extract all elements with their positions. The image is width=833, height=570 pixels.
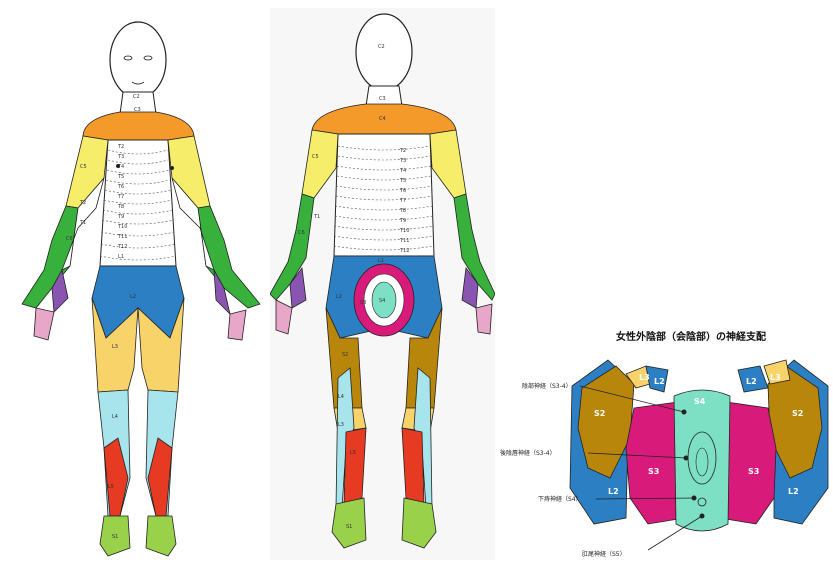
perineum-title: 女性外陰部（会陰部）の神経支配 [616,330,766,343]
perineum-label-s2-left: S2 [594,409,605,418]
thoracic-label: T4 [399,168,406,174]
back-label-c3: C3 [379,96,386,102]
back-label-l5: L5 [350,450,356,456]
thoracic-label: T3 [399,158,406,164]
front-label-c3: C3 [134,107,141,113]
thoracic-label: T3 [117,154,124,160]
back-label-s2: S2 [342,352,348,358]
thoracic-label: T11 [117,234,127,240]
back-left-leg-l5 [344,428,366,504]
back-right-arm-c5 [430,130,466,198]
thoracic-label: T6 [399,188,406,194]
back-torso [334,134,434,256]
front-label-l3: L3 [112,344,118,350]
perineum-label-l3-left: L3 [639,373,650,382]
perineum-label-s3-left: S3 [648,467,659,476]
perineum-label-s4: S4 [694,397,706,406]
thoracic-label: T7 [117,194,124,200]
back-label-l3: L3 [338,422,344,428]
perineum-nerve-label-1: 陰部神経（S3-4） [522,382,572,390]
front-label-t1: T1 [79,220,86,226]
perineum-nerve-label-2: 後陰唇神経（S3-4） [500,449,556,457]
back-right-hand-c8 [476,304,492,334]
perineum-label-l2-lower-left: L2 [608,487,619,496]
perineum-label-s2-right: S2 [792,409,803,418]
back-label-c5: C5 [312,154,319,160]
back-label-l1: L1 [378,258,384,264]
front-label-l5: L5 [108,484,114,490]
thoracic-label: T5 [399,178,406,184]
perineum-label-l3-right: L3 [770,373,781,382]
thoracic-label: T4 [117,164,124,170]
back-label-t1: T1 [313,214,320,220]
back-label-c2: C2 [378,44,385,50]
back-label-l4: L4 [338,394,344,400]
back-label-s1: S1 [346,524,352,530]
thoracic-label: T9 [117,214,124,220]
thoracic-label: T2 [399,148,406,154]
back-label-s3: S3 [360,300,366,306]
front-label-t2-arm: T2 [79,200,86,206]
front-body-figure: C2 C3 C5 C6 T1 T2 T2T3T4T5T6T7T8T9T10T11… [8,8,270,560]
thoracic-label: T12 [117,244,127,250]
front-label-l2: L2 [130,294,136,300]
back-left-hand-c8 [276,300,292,334]
thoracic-label: T8 [117,204,124,210]
front-right-foot-s1 [146,516,176,556]
back-body-figure: C2 C3 C4 C5 C6 T1 T2T3T4T5T6T7T8T9T10T11… [270,8,495,560]
front-l2-region [92,266,184,338]
thoracic-label: T5 [117,174,124,180]
front-label-c5: C5 [80,164,87,170]
front-c4-region [83,112,194,140]
perineum-nerve-label-4: 肛尾神経（S5） [582,550,626,558]
perineum-figure: 女性外陰部（会陰部）の神経支配 L3 L2 S2 S3 L2 S4 L3 L2 … [498,288,833,566]
perineum-nerve-label-3: 下痔神経（S4） [538,495,582,503]
thoracic-label: T11 [399,238,409,244]
thoracic-label: T7 [399,198,406,204]
perineum-label-l2-lower-right: L2 [788,487,799,496]
thoracic-label: T6 [117,184,124,190]
front-head [110,22,166,98]
back-left-arm-c5 [302,130,338,198]
perineum-label-l2-right: L2 [746,377,757,386]
thoracic-label: T2 [117,144,124,150]
back-right-leg-l5 [402,428,424,504]
front-left-hand-c8 [34,308,54,340]
back-label-s4: S4 [379,298,385,304]
back-label-c6: C6 [298,230,305,236]
back-right-foot-s1 [402,498,436,548]
perineum-panel: 女性外陰部（会陰部）の神経支配 L3 L2 S2 S3 L2 S4 L3 L2 … [498,288,833,566]
thoracic-label: T8 [399,208,406,214]
thoracic-label: T10 [399,228,409,234]
back-head [356,14,412,90]
front-label-l4: L4 [112,414,118,420]
thoracic-label: T10 [117,224,127,230]
perineum-label-l2-left: L2 [654,377,665,386]
thoracic-label: L1 [118,254,124,260]
front-label-c6: C6 [66,236,73,242]
front-label-c2: C2 [133,94,140,100]
front-label-s1: S1 [112,534,118,540]
back-label-c4: C4 [379,116,386,122]
back-left-foot-s1 [332,498,366,548]
thoracic-label: T9 [399,218,406,224]
front-right-nipple [170,166,174,170]
back-label-l2: L2 [336,294,342,300]
perineum-label-s3-right: S3 [748,467,759,476]
front-torso [100,140,176,266]
thoracic-label: T12 [399,248,409,254]
front-right-hand-c8 [228,310,246,340]
